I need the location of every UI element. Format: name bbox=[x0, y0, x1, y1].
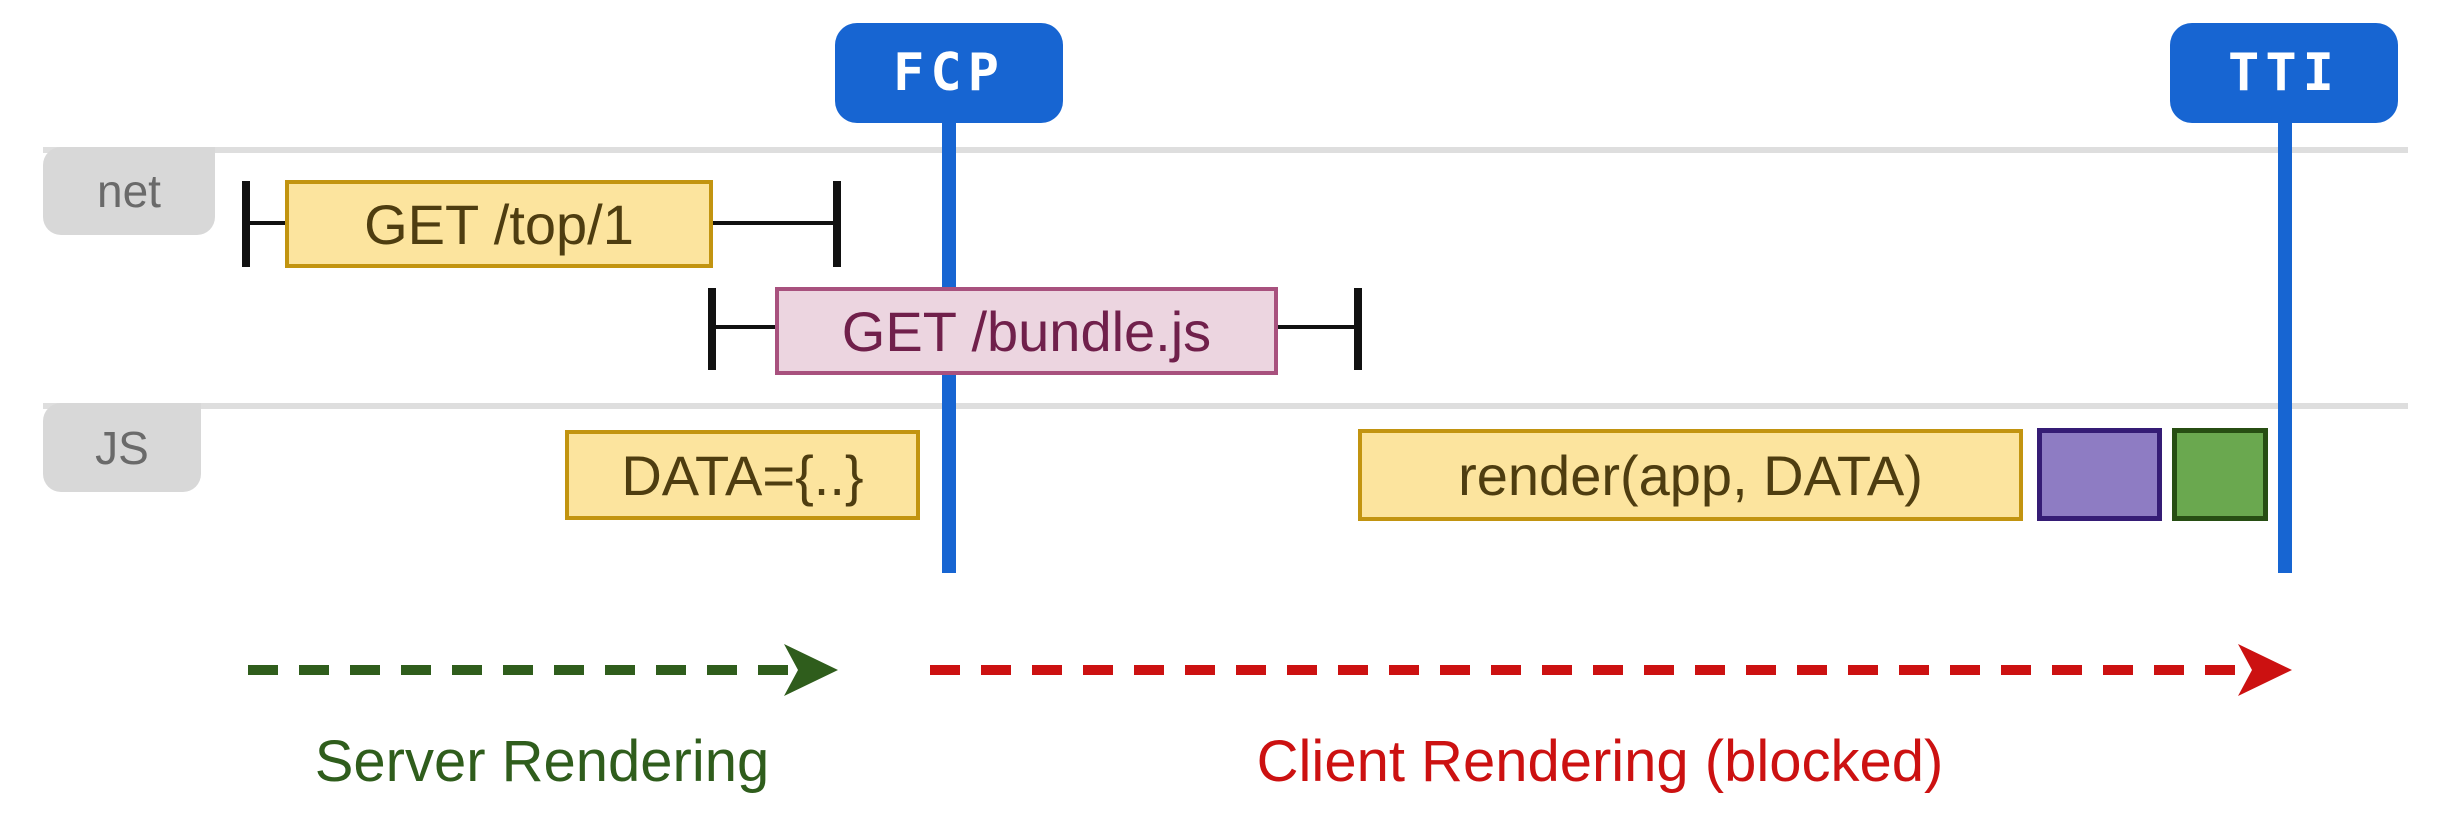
get-bundle-whisker-right-line bbox=[1278, 325, 1358, 329]
request-get-bundle-box: GET /bundle.js bbox=[775, 287, 1278, 375]
server-arrowhead-icon bbox=[784, 644, 838, 696]
task-render-label: render(app, DATA) bbox=[1458, 443, 1923, 507]
task-data-box: DATA={..} bbox=[565, 430, 920, 520]
get-top-whisker-right-line bbox=[713, 221, 837, 225]
get-bundle-whisker-left-line bbox=[716, 325, 776, 329]
tti-badge: TTI bbox=[2170, 23, 2398, 123]
net-lane-label: net bbox=[97, 165, 161, 217]
client-rendering-arrow bbox=[930, 644, 2292, 696]
server-rendering-label: Server Rendering bbox=[314, 729, 770, 794]
request-get-bundle-label: GET /bundle.js bbox=[841, 299, 1212, 363]
task-green-block bbox=[2172, 428, 2268, 521]
js-lane-line bbox=[43, 403, 2408, 409]
request-get-top-box: GET /top/1 bbox=[285, 180, 713, 268]
tti-label: TTI bbox=[2228, 43, 2340, 103]
fcp-label: FCP bbox=[893, 43, 1005, 103]
request-get-top-label: GET /top/1 bbox=[364, 192, 634, 256]
get-top-whisker-left-tick bbox=[242, 181, 250, 267]
get-bundle-whisker-right-tick bbox=[1354, 288, 1362, 370]
fcp-badge: FCP bbox=[835, 23, 1063, 123]
net-lane-line bbox=[43, 147, 2408, 153]
client-rendering-label: Client Rendering (blocked) bbox=[1256, 729, 1944, 794]
task-purple-block bbox=[2037, 428, 2162, 521]
task-render-box: render(app, DATA) bbox=[1358, 429, 2023, 521]
get-top-whisker-right-tick bbox=[833, 181, 841, 267]
client-arrowhead-icon bbox=[2238, 644, 2292, 696]
server-rendering-arrow bbox=[248, 644, 838, 696]
get-bundle-whisker-left-tick bbox=[708, 288, 716, 370]
net-lane-tab: net bbox=[43, 147, 215, 235]
get-top-whisker-left-line bbox=[250, 221, 286, 225]
tti-timeline-line bbox=[2278, 123, 2292, 573]
task-data-label: DATA={..} bbox=[621, 443, 864, 507]
js-lane-tab: JS bbox=[43, 403, 201, 492]
js-lane-label: JS bbox=[95, 421, 149, 474]
